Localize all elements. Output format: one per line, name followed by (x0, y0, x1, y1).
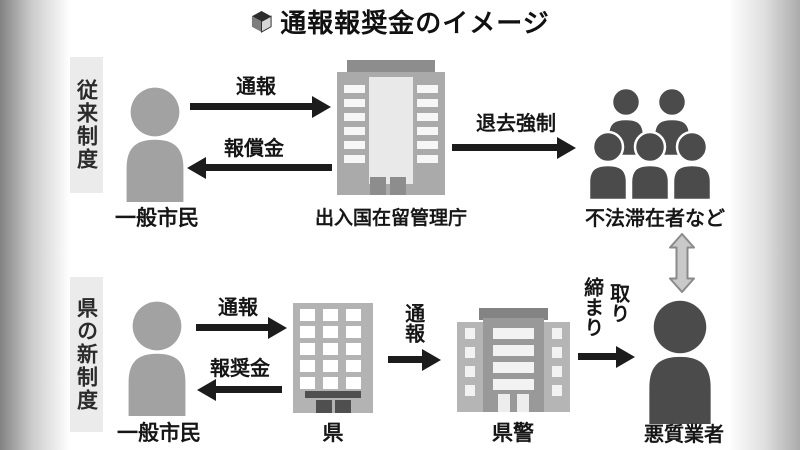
page-title: 通報報奨金のイメージ (0, 3, 800, 40)
crackdown-arrow-label: 締まり (580, 277, 605, 337)
section-label-new-system: 県の新制度 (70, 277, 103, 432)
section-label-old-system: 従来制度 (70, 57, 103, 193)
double-arrow-icon (669, 233, 695, 293)
police-report-arrow (388, 356, 422, 363)
reward-arrow (206, 164, 332, 171)
agency-label: 出入国在留管理庁 (314, 207, 468, 229)
crackdown-arrow (578, 353, 616, 360)
deport-arrow-label: 退去強制 (476, 111, 556, 135)
police-label: 県警 (492, 421, 534, 445)
citizen-label: 一般市民 (117, 421, 201, 445)
police-building-icon (457, 308, 570, 412)
prefecture-building-icon (293, 303, 373, 413)
citizen-icon (126, 87, 184, 202)
reward-arrow-label: 報償金 (224, 136, 284, 160)
deport-arrow (452, 144, 557, 151)
prefecture-label: 県 (322, 421, 344, 445)
group-label: 不法滞在者など (585, 206, 725, 230)
reward-arrow-label: 報奨金 (210, 356, 270, 380)
right-vignette (728, 0, 800, 450)
crackdown-arrow-label: 取り (606, 283, 631, 323)
offender-label: 悪質業者 (644, 422, 724, 446)
citizen-label: 一般市民 (115, 206, 199, 230)
citizen-icon (128, 301, 186, 416)
report-arrow-label: 通報 (218, 295, 258, 319)
crowd-icon (587, 86, 713, 200)
police-report-arrow-label: 通報 (401, 303, 426, 343)
offender-icon (649, 300, 711, 424)
report-arrow (196, 324, 268, 331)
immigration-building-icon (337, 60, 445, 195)
title-text: 通報報奨金のイメージ (280, 9, 550, 39)
reward-arrow (216, 386, 282, 393)
left-vignette (0, 0, 70, 450)
report-arrow-label: 通報 (236, 74, 276, 98)
report-arrow (190, 103, 312, 110)
cube-icon (252, 10, 272, 33)
